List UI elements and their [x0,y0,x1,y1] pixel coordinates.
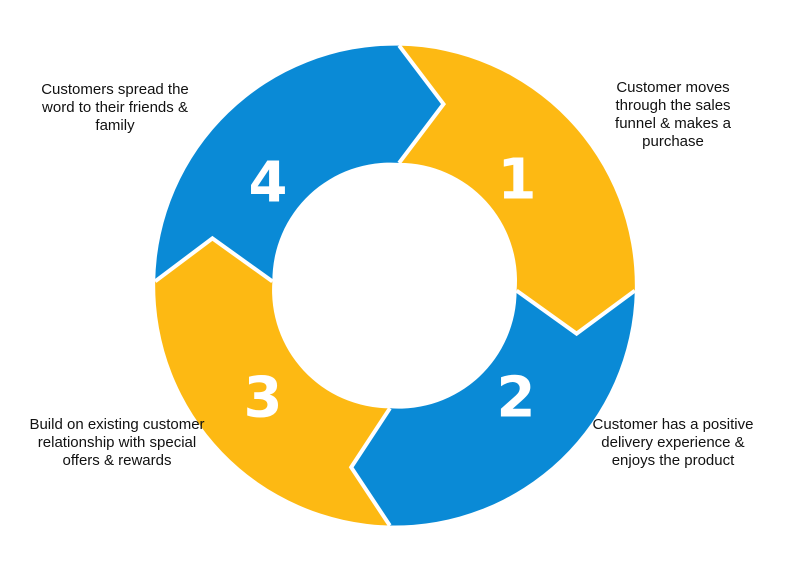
step-number-1: 1 [498,148,537,213]
center-hole [275,166,515,406]
step-number-2: 2 [497,366,536,431]
separator-4-1 [397,44,447,165]
step-2-caption: Customer has a positive delivery experie… [592,416,754,469]
step-number-4: 4 [249,151,288,216]
step-3-caption: Build on existing customer relationship … [29,416,205,469]
segment-2-arrow [351,290,635,526]
step-4-caption: Customers spread the word to their frien… [41,81,189,134]
separator-1-2 [515,288,636,337]
segment-4-arrow [155,45,444,282]
separator-2-3 [348,407,392,527]
step-1-caption: Customer moves through the sales funnel … [615,79,731,150]
segment-1-arrow [399,45,635,334]
segment-3-arrow [155,238,390,526]
separator-3-4 [153,235,274,284]
step-number-3: 3 [244,366,283,431]
